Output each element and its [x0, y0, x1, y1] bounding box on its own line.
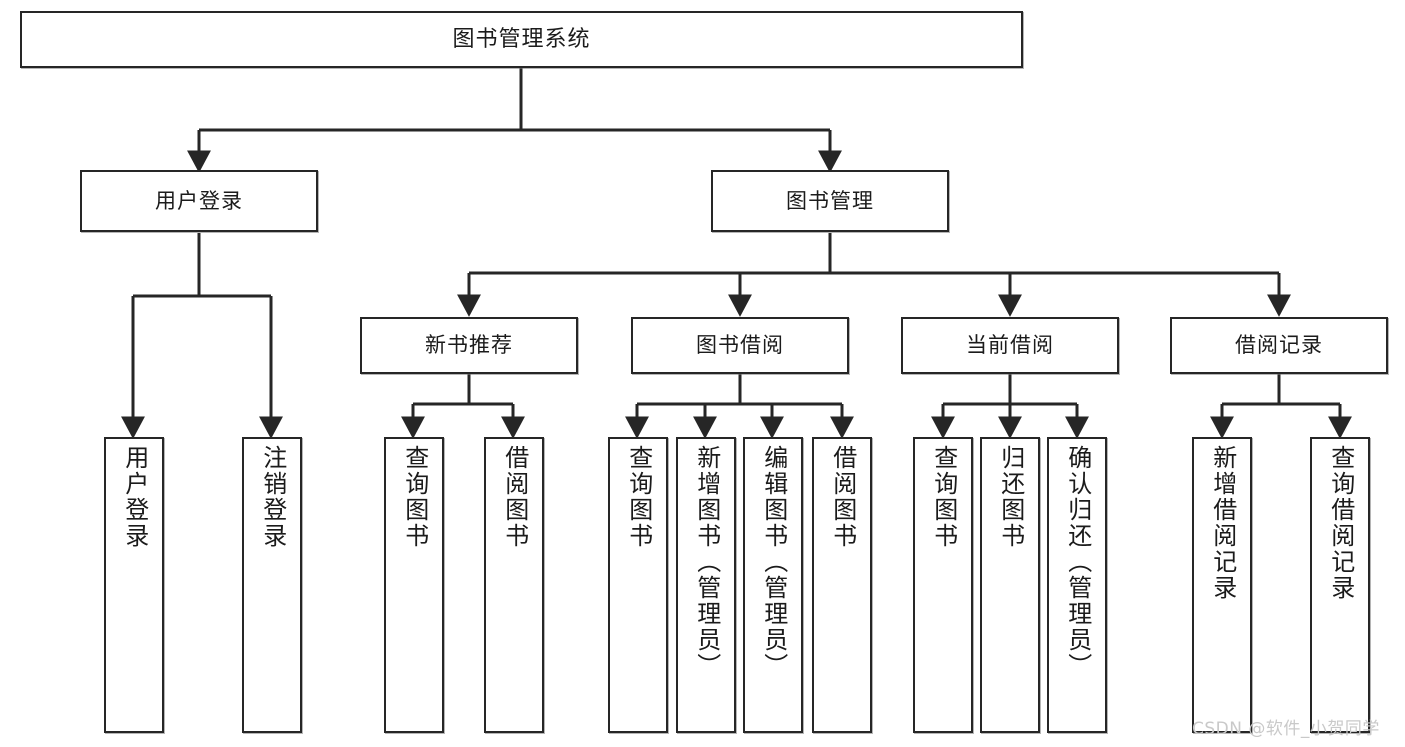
node-label: 新书推荐 — [425, 333, 513, 357]
node-current-borrow[interactable]: 当前借阅 — [901, 317, 1119, 374]
node-new-book-recommend[interactable]: 新书推荐 — [360, 317, 578, 374]
leaf-user-login-signin[interactable]: 用户登录 — [104, 437, 164, 733]
node-label: 编辑图书（管理员） — [759, 445, 788, 679]
leaf-borrow-edit-book-admin[interactable]: 编辑图书（管理员） — [743, 437, 803, 733]
node-label: 图书管理 — [786, 188, 874, 213]
node-label: 查询图书 — [624, 445, 653, 549]
leaf-borrow-query-book[interactable]: 查询图书 — [608, 437, 668, 733]
node-user-login[interactable]: 用户登录 — [80, 170, 318, 232]
node-label: 借阅图书 — [500, 445, 529, 549]
node-label: 归还图书 — [996, 445, 1025, 549]
leaf-borrow-add-book-admin[interactable]: 新增图书（管理员） — [676, 437, 736, 733]
node-book-borrow[interactable]: 图书借阅 — [631, 317, 849, 374]
node-label: 注销登录 — [258, 445, 287, 549]
node-label: 用户登录 — [155, 188, 243, 213]
node-label: 确认归还（管理员） — [1063, 445, 1092, 679]
leaf-records-add-record[interactable]: 新增借阅记录 — [1192, 437, 1252, 733]
node-label: 查询借阅记录 — [1326, 445, 1355, 601]
node-label: 新增图书（管理员） — [692, 445, 721, 679]
node-label: 查询图书 — [400, 445, 429, 549]
leaf-recommend-query-book[interactable]: 查询图书 — [384, 437, 444, 733]
leaf-current-query-book[interactable]: 查询图书 — [913, 437, 973, 733]
leaf-user-login-signout[interactable]: 注销登录 — [242, 437, 302, 733]
leaf-records-query-record[interactable]: 查询借阅记录 — [1310, 437, 1370, 733]
node-borrow-records[interactable]: 借阅记录 — [1170, 317, 1388, 374]
node-label: 图书借阅 — [696, 333, 784, 357]
node-label: 当前借阅 — [966, 333, 1054, 357]
node-label: 借阅图书 — [828, 445, 857, 549]
node-label: 新增借阅记录 — [1208, 445, 1237, 601]
watermark-text: CSDN @软件_小贺同学 — [1192, 719, 1380, 739]
node-label: 查询图书 — [929, 445, 958, 549]
node-label: 图书管理系统 — [452, 26, 591, 52]
node-book-management[interactable]: 图书管理 — [711, 170, 949, 232]
leaf-borrow-borrow-book[interactable]: 借阅图书 — [812, 437, 872, 733]
leaf-recommend-borrow-book[interactable]: 借阅图书 — [484, 437, 544, 733]
node-label: 用户登录 — [120, 445, 149, 549]
node-label: 借阅记录 — [1235, 333, 1323, 357]
leaf-current-confirm-return-admin[interactable]: 确认归还（管理员） — [1047, 437, 1107, 733]
leaf-current-return-book[interactable]: 归还图书 — [980, 437, 1040, 733]
node-root-system[interactable]: 图书管理系统 — [20, 11, 1023, 68]
